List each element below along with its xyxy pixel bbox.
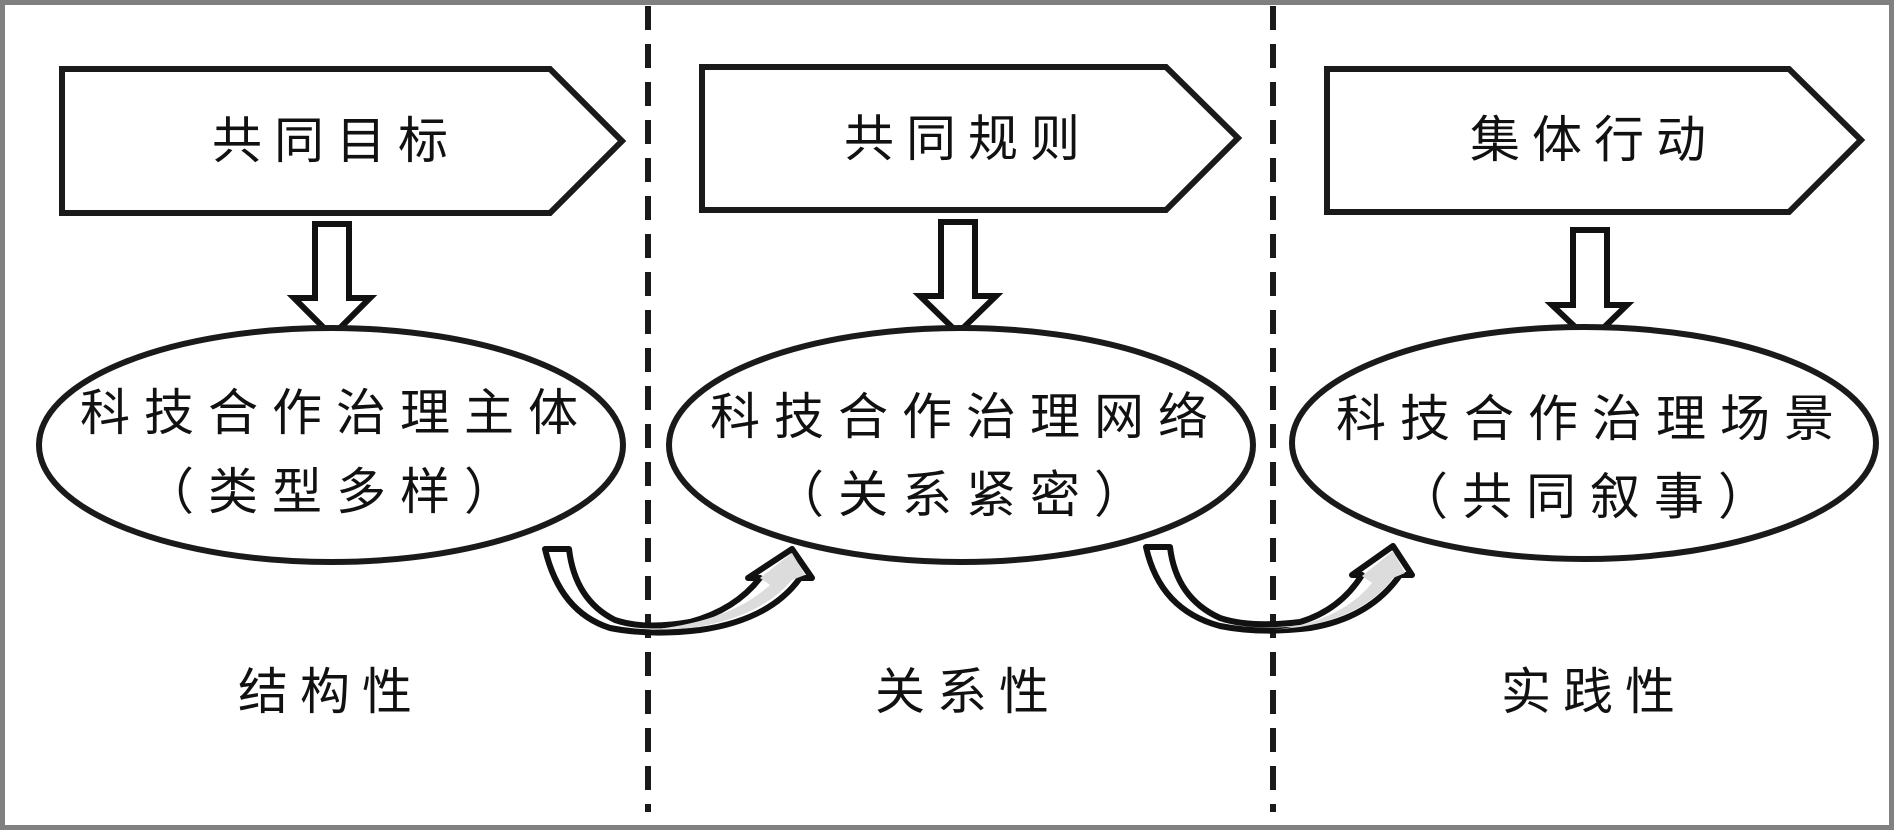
down-arrow-icon-1 — [286, 221, 378, 341]
node-title-3: 科技合作治理场景 — [1336, 390, 1848, 448]
curved-arrow-icon-1 — [542, 546, 815, 636]
node-subtitle-2: （关系紧密） — [774, 466, 1158, 524]
column-3: 集体行动 科技合作治理场景 （共同叙事） 实践性 — [1289, 66, 1879, 721]
header-arrow-box-1 — [59, 66, 627, 216]
curved-arrow-fill-2 — [1273, 551, 1405, 630]
column-1: 共同目标 科技合作治理主体 （类型多样） 结构性 — [36, 66, 627, 721]
column-2: 共同规则 科技合作治理网络 （关系紧密） 关系性 — [666, 64, 1256, 721]
header-label-1: 共同目标 — [212, 112, 460, 170]
node-title-2: 科技合作治理网络 — [710, 388, 1222, 446]
header-label-3: 集体行动 — [1470, 111, 1718, 169]
curved-arrow-icon-2 — [1143, 543, 1415, 634]
header-arrow-box-2 — [699, 64, 1243, 213]
node-ellipse-3 — [1289, 324, 1879, 562]
node-ellipse-2 — [666, 325, 1256, 565]
down-arrow-icon-2 — [912, 219, 1004, 338]
header-arrow-box-3 — [1324, 66, 1866, 215]
header-label-2: 共同规则 — [844, 110, 1092, 168]
node-subtitle-3: （共同叙事） — [1398, 468, 1782, 526]
dimension-label-3: 实践性 — [1501, 663, 1687, 721]
down-arrow-icon-3 — [1544, 227, 1635, 346]
dimension-label-1: 结构性 — [238, 663, 424, 721]
node-subtitle-1: （类型多样） — [144, 463, 528, 521]
node-ellipse-1 — [36, 325, 626, 565]
dimension-label-2: 关系性 — [875, 663, 1061, 721]
curved-arrow-fill-1 — [648, 553, 805, 630]
node-title-1: 科技合作治理主体 — [80, 384, 592, 442]
